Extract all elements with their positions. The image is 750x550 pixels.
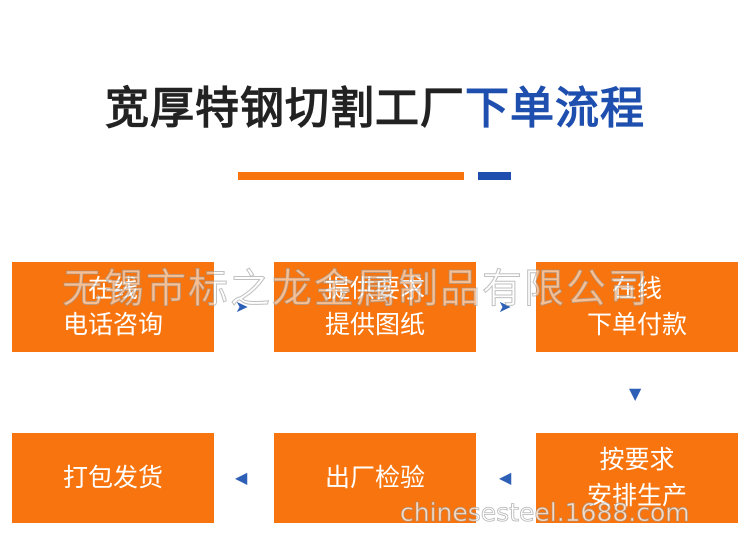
step-order-payment-line1: 在线 <box>611 274 662 303</box>
step-inspection-line1: 出厂检验 <box>324 463 425 492</box>
step-production-line1: 按要求 <box>599 445 675 474</box>
arrow-right-icon: ➤ <box>498 297 512 316</box>
step-provide-drawings-line2: 提供图纸 <box>324 310 425 339</box>
step-production: 按要求 安排生产 <box>536 433 738 523</box>
arrow-left-icon: ◀ <box>499 468 512 487</box>
step-provide-drawings: 提供要求 提供图纸 <box>274 262 476 352</box>
title-underline-blue <box>478 172 511 180</box>
step-shipping: 打包发货 <box>12 433 214 523</box>
step-consult-line2: 电话咨询 <box>62 310 163 339</box>
site-watermark: chinesesteel.1688.com <box>400 498 690 528</box>
arrow-down-icon: ▼ <box>629 384 642 403</box>
arrow-right-icon: ➤ <box>235 297 249 316</box>
step-provide-drawings-line1: 提供要求 <box>324 274 425 303</box>
company-watermark: 无锡市标之龙金属制品有限公司 <box>62 266 650 313</box>
page-title-highlight: 下单流程 <box>465 83 645 134</box>
step-consult-line1: 在线 <box>87 274 138 303</box>
title-underline-orange <box>238 172 464 180</box>
step-consult: 在线 电话咨询 <box>12 262 214 352</box>
step-inspection: 出厂检验 <box>274 433 476 523</box>
step-shipping-line1: 打包发货 <box>62 463 163 492</box>
page-title-main: 宽厚特钢切割工厂 <box>105 83 465 134</box>
page-title: 宽厚特钢切割工厂下单流程 <box>0 72 750 136</box>
step-order-payment: 在线 下单付款 <box>536 262 738 352</box>
step-production-line2: 安排生产 <box>586 481 687 510</box>
step-order-payment-line2: 下单付款 <box>586 310 687 339</box>
arrow-left-icon: ◀ <box>235 468 248 487</box>
